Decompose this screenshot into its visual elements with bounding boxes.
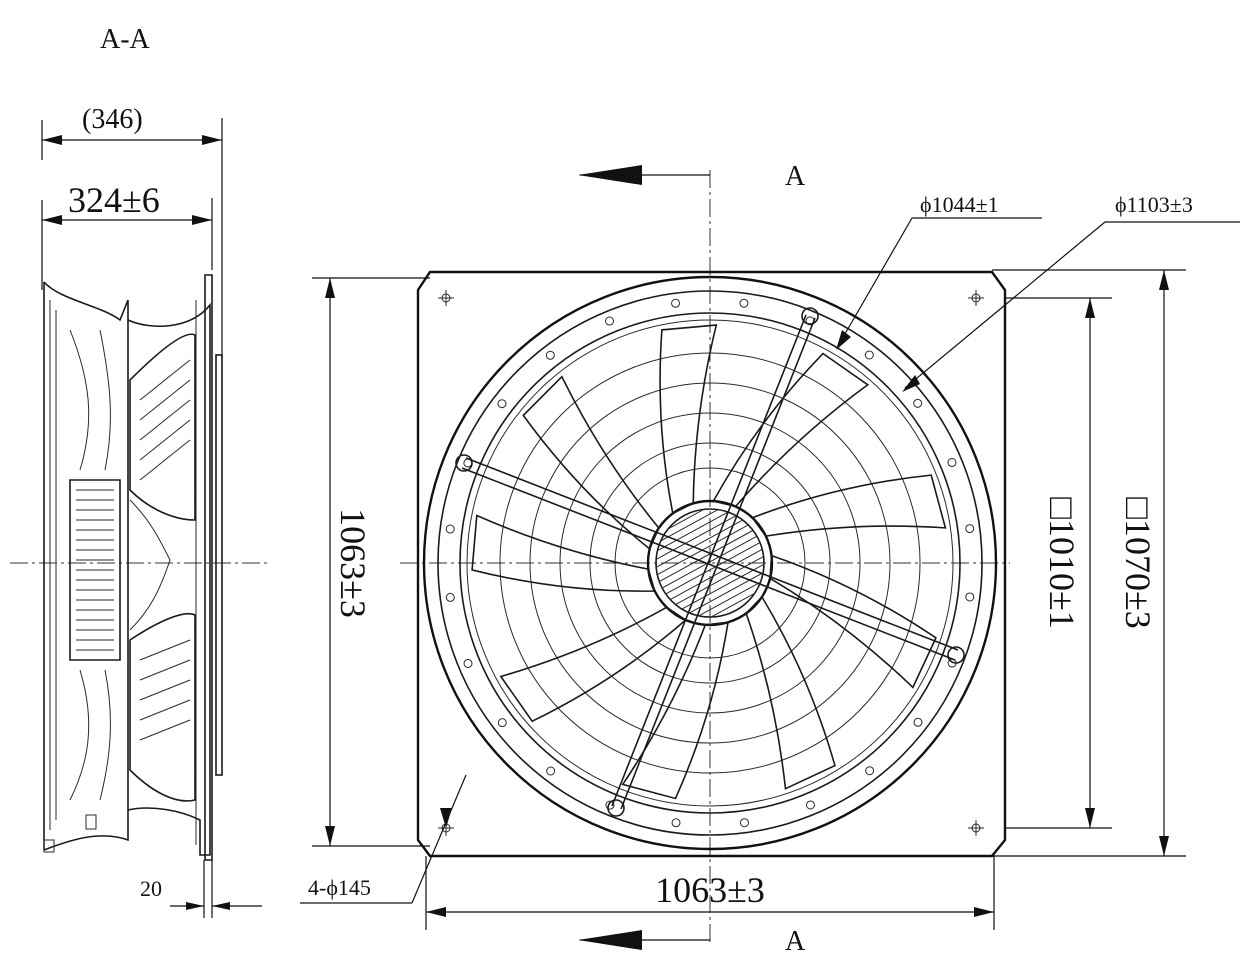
fan-blade <box>499 606 687 723</box>
depth-dimension: 324±6 <box>41 180 213 290</box>
height-label: 1063±3 <box>333 508 373 618</box>
ring-bolt-hole <box>546 766 556 776</box>
hub-hatch-line <box>660 509 719 542</box>
hub-hatch-line <box>655 519 743 568</box>
height-dimension: 1063±3 <box>312 277 430 847</box>
hub-hatch-line <box>661 535 758 589</box>
flange-dimension: 20 <box>140 860 262 918</box>
square-inner-label: □1010±1 <box>1042 497 1082 629</box>
ring-bolt-hole <box>965 592 975 602</box>
corner-holes <box>438 290 984 836</box>
ring-bolt-hole <box>463 658 473 668</box>
width-label: 1063±3 <box>655 870 765 910</box>
fan-blade <box>471 514 656 592</box>
holes-leader: 4-ϕ145 <box>300 774 467 904</box>
hub-hatch-line <box>655 515 737 560</box>
hub-hatch-line <box>669 548 763 600</box>
ring-bolt-hole <box>805 800 815 810</box>
ring-bolt-hole <box>445 524 455 534</box>
ring-bolt-hole <box>913 398 923 408</box>
fan-blade <box>522 375 660 551</box>
ring-bolt-hole <box>605 316 615 326</box>
fan-blade <box>751 474 947 538</box>
square-dimensions: □1010±1 □1070±3 <box>992 269 1186 857</box>
hub-hatch-line <box>667 508 705 530</box>
ring-bolt-hole <box>965 524 975 534</box>
hub-hatch-line <box>665 542 761 595</box>
ring-bolt-hole <box>497 718 507 728</box>
hub-hatch-line <box>675 556 764 606</box>
overall-depth-dimension: (346) <box>41 104 223 360</box>
ring-bolt-hole <box>947 458 957 468</box>
dia-outer-label: ϕ1103±3 <box>1115 192 1193 217</box>
fan-blade <box>712 352 870 508</box>
mounting-plate <box>416 270 1007 858</box>
fan-blade <box>659 324 718 515</box>
ring-bolt-hole <box>671 818 681 828</box>
fan-rings <box>422 275 998 851</box>
front-view: A A <box>300 161 1240 957</box>
depth-label: 324±6 <box>68 180 160 220</box>
hub-hatch-line <box>657 511 729 552</box>
holes-label: 4-ϕ145 <box>308 875 371 900</box>
width-dimension: 1063±3 <box>425 856 995 930</box>
hub-hatch-line <box>659 529 754 583</box>
overall-depth-label: (346) <box>82 104 143 135</box>
fan-blade <box>769 554 937 689</box>
ring-bolt-hole <box>671 298 681 308</box>
ring-bolt-hole <box>739 818 749 828</box>
section-title: A-A <box>100 24 151 55</box>
square-outer-label: □1070±3 <box>1118 497 1158 629</box>
fan-blade <box>621 621 729 800</box>
ring-bolt-hole <box>497 399 507 409</box>
diameter-leaders: ϕ1044±1 ϕ1103±3 <box>836 192 1240 392</box>
ring-bolt-hole <box>739 298 749 308</box>
ring-bolt-hole <box>865 766 875 776</box>
ring-bolt-hole <box>545 350 555 360</box>
flange-label: 20 <box>140 876 162 901</box>
section-mark-bottom: A <box>785 926 806 957</box>
fan-blade <box>745 595 836 790</box>
fan-side-profile <box>10 274 270 861</box>
ring-bolt-hole <box>605 800 615 810</box>
motor-hub <box>655 508 765 618</box>
guard-supports <box>455 307 965 817</box>
dia-inner-label: ϕ1044±1 <box>920 192 999 217</box>
ring-bolt-hole <box>445 592 455 602</box>
ring-bolt-hole <box>864 350 874 360</box>
section-cut-line: A A <box>578 161 806 957</box>
hub-hatch-line <box>681 563 765 610</box>
section-mark-top: A <box>785 161 806 192</box>
ring-bolt-hole <box>913 717 923 727</box>
hub-hatch-line <box>711 592 755 618</box>
hub-hatch-line <box>698 581 761 617</box>
section-view: A-A (346) 324±6 <box>10 24 270 918</box>
